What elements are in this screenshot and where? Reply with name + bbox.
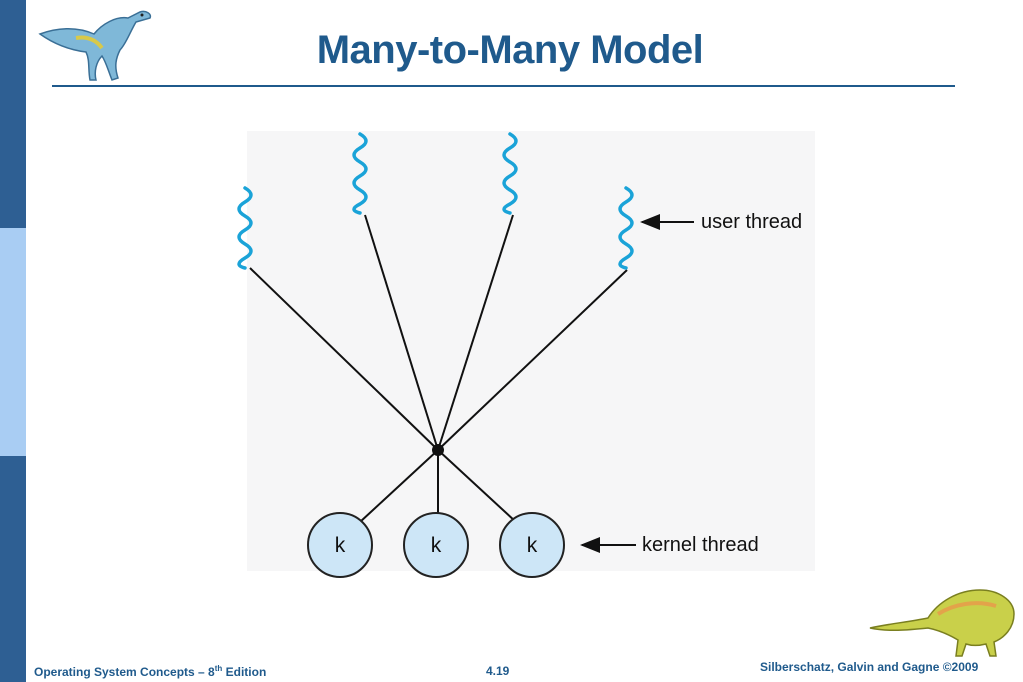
dinosaur-logo-icon [38, 10, 152, 81]
user-thread-4-icon [618, 186, 634, 270]
footer-book-title-text: Operating System Concepts – 8 [34, 665, 215, 679]
user-thread-1-icon [237, 186, 253, 270]
slide-number: 4.19 [486, 664, 510, 678]
kernel-thread-node [499, 512, 565, 578]
connector-line [359, 449, 439, 523]
title-divider [52, 85, 955, 87]
kernel-thread-node [403, 512, 469, 578]
connector-line [437, 214, 514, 451]
kernel-node-label: k [335, 534, 346, 557]
kernel-thread-node [307, 512, 373, 578]
user-thread-label: user thread [701, 211, 802, 233]
multiplexer-hub [432, 444, 444, 456]
footer-edition-superscript: th [214, 664, 223, 673]
kernel-node-label: k [527, 534, 538, 557]
footer-book-title: Operating System Concepts – 8th Edition [34, 664, 266, 679]
footer-edition-text: Edition [222, 665, 267, 679]
diagram-background [247, 131, 815, 571]
footer-copyright: Silberschatz, Galvin and Gagne ©2009 [760, 660, 979, 674]
sidebar-highlight [0, 228, 26, 456]
kernel-node-label: k [431, 534, 442, 557]
user-thread-3-icon [502, 132, 518, 215]
dinosaur-logo-icon [869, 589, 1015, 657]
kernel-thread-label: kernel thread [642, 534, 759, 556]
user-thread-2-icon [352, 132, 368, 215]
connector-line [437, 269, 628, 451]
connector-line [249, 267, 439, 451]
slide-title: Many-to-Many Model [316, 28, 704, 72]
connector-line [437, 449, 517, 523]
connector-line [364, 214, 439, 451]
